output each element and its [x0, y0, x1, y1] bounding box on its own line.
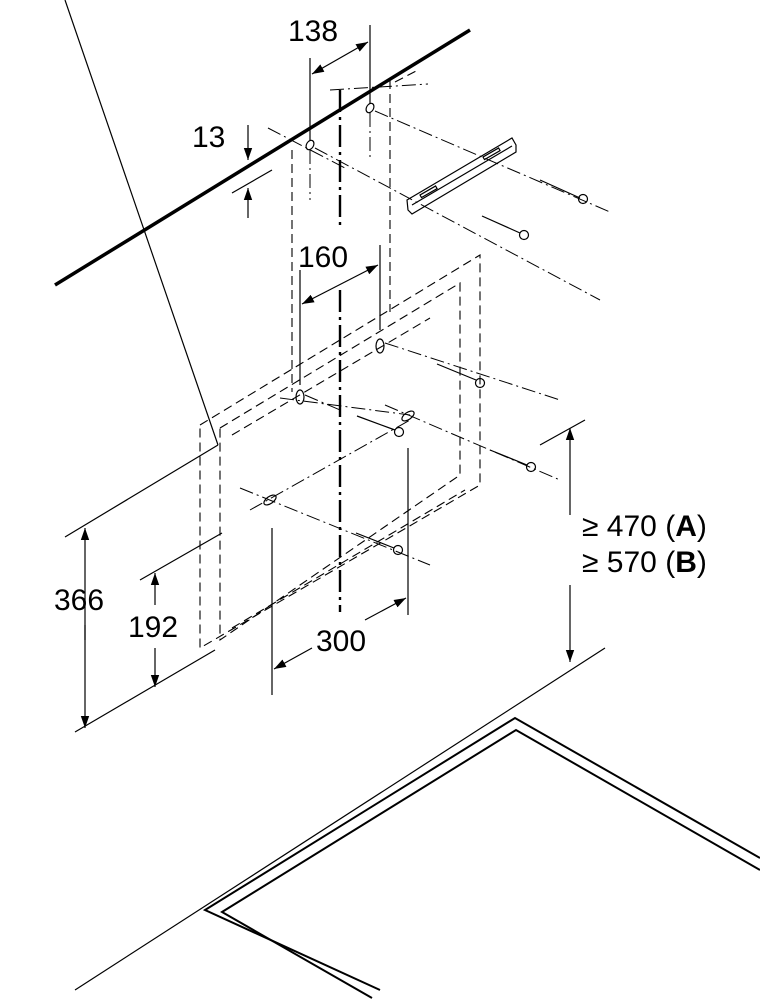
label-13: 13 — [192, 121, 226, 154]
option-a: A — [675, 510, 697, 543]
hood-outline-inner — [219, 282, 461, 642]
dimension-300 — [271, 448, 409, 695]
mount-hole — [365, 102, 375, 114]
label-366: 366 — [54, 584, 105, 617]
hood-outline-outer — [199, 254, 481, 649]
clearance-b-value: ≥ 570 — [582, 546, 657, 579]
keyhole — [295, 389, 305, 405]
dimension-366 — [64, 0, 219, 733]
label-clearance-a: ≥ 470 (A) — [582, 510, 707, 543]
screw — [481, 215, 530, 241]
dimension-13 — [231, 125, 346, 218]
label-clearance-b: ≥ 570 (B) — [582, 546, 707, 579]
keyhole — [375, 338, 385, 354]
option-b: B — [675, 546, 697, 579]
wall-bracket — [406, 137, 517, 215]
mount-hole — [305, 139, 315, 151]
hob-inner — [220, 728, 760, 999]
worktop-edge — [74, 647, 606, 991]
dimension-192 — [139, 532, 223, 687]
screw — [356, 415, 405, 438]
clearance-a-value: ≥ 470 — [582, 510, 657, 543]
wall-edge-line — [54, 28, 471, 287]
label-300: 300 — [316, 625, 367, 658]
label-138: 138 — [288, 15, 339, 48]
dimension-138 — [309, 25, 371, 140]
screw — [539, 179, 589, 205]
slot-hole — [401, 410, 415, 422]
label-192: 192 — [128, 611, 179, 644]
label-160: 160 — [298, 241, 349, 274]
screw — [355, 532, 404, 556]
hob-outer — [202, 716, 760, 991]
dimension-clearance — [539, 419, 586, 662]
